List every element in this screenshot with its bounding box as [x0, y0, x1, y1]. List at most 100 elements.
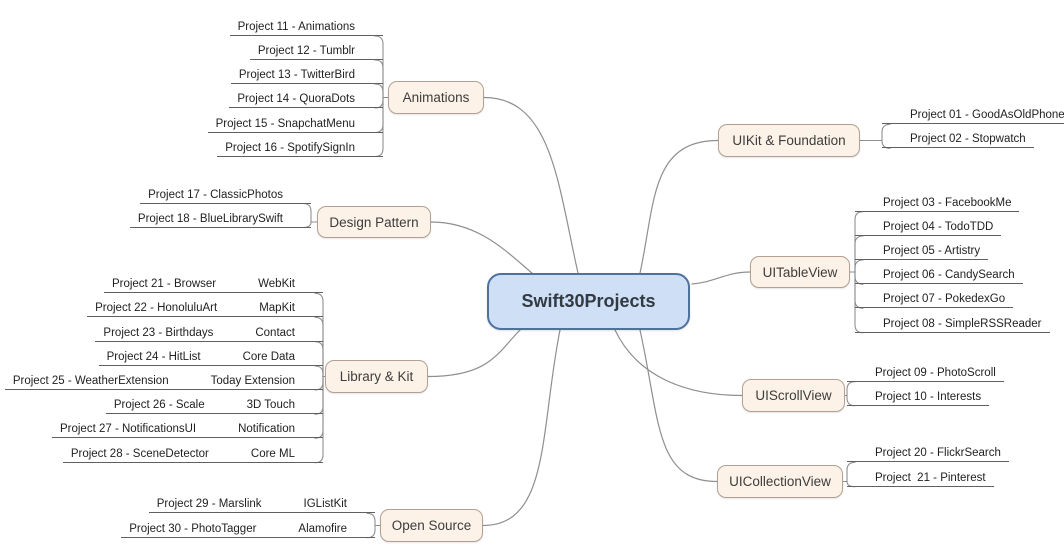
child-node[interactable]: Project 20 - FlickrSearch — [847, 445, 1009, 463]
child-node[interactable]: Project 16 - SpotifySignIn — [217, 140, 383, 157]
child-label: Project 09 - PhotoScroll — [875, 366, 996, 379]
branch-label: Design Pattern — [329, 214, 419, 230]
child-label: Project 07 - PokedexGo — [883, 293, 1006, 306]
child-node[interactable]: Project 23 - Birthdays Contact — [95, 325, 323, 342]
root-node-label: Swift30Projects — [521, 291, 656, 311]
connector-line — [374, 59, 389, 99]
branch-node-uiscrollview[interactable]: UIScrollView — [742, 379, 845, 412]
child-label: Project 11 - Animations — [237, 21, 355, 33]
child-node[interactable]: Project 17 - ClassicPhotos — [140, 187, 311, 204]
child-node[interactable]: Project 08 - SimpleRSSReader — [855, 316, 1050, 333]
child-label: Project 26 - Scale — [113, 399, 205, 412]
connector-line — [691, 271, 751, 285]
connector-line — [859, 123, 891, 142]
branch-label: UICollectionView — [729, 474, 831, 489]
child-node[interactable]: Project 24 - HitList Core Data — [98, 349, 323, 366]
child-framework-label: 3D Touch — [246, 399, 295, 412]
child-node[interactable]: Project 14 - QuoraDots — [229, 91, 383, 108]
child-label: Project 24 - HitList — [106, 351, 201, 363]
child-label: Project 14 - QuoraDots — [237, 93, 355, 105]
branch-node-open-source[interactable]: Open Source — [380, 509, 483, 542]
child-label: Project 12 - Tumblr — [257, 45, 355, 57]
child-node[interactable]: Project 10 - Interests — [847, 389, 990, 406]
child-label: Project 02 - Stopwatch — [910, 133, 1026, 146]
child-node[interactable]: Project 09 - PhotoScroll — [847, 365, 1004, 382]
child-framework-label: Contact — [255, 326, 295, 339]
branch-label: UIScrollView — [755, 388, 832, 403]
child-label: Project 10 - Interests — [875, 390, 982, 403]
child-node[interactable]: Project 05 - Artistry — [855, 243, 989, 260]
connector-line — [366, 512, 381, 527]
connector-line — [844, 381, 856, 397]
child-framework-label: Alamofire — [298, 522, 347, 535]
child-node[interactable]: Project 07 - PokedexGo — [855, 291, 1014, 309]
connector-line — [842, 461, 856, 483]
connector-line — [639, 329, 718, 483]
child-node[interactable]: Project 01 - GoodAsOldPhones — [882, 107, 1064, 125]
child-label: Project 23 - Birthdays — [103, 326, 214, 339]
child-label: Project 21 - Pinterest — [875, 471, 986, 484]
child-node[interactable]: Project 18 - BlueLibrarySwift — [129, 211, 311, 228]
connector-line — [849, 235, 864, 273]
connector-line — [483, 96, 579, 274]
branch-label: UITableView — [762, 264, 838, 280]
connector-line — [374, 35, 389, 99]
branch-node-uicollectionview[interactable]: UICollectionView — [717, 465, 843, 498]
child-label: Project 08 - SimpleRSSReader — [883, 317, 1042, 330]
connector-line — [482, 329, 561, 527]
child-node[interactable]: Project 13 - TwitterBird — [230, 67, 383, 84]
child-node[interactable]: Project 25 - WeatherExtension Today Exten… — [4, 373, 323, 390]
child-label: Project 04 - TodoTDD — [883, 221, 994, 233]
branch-node-uitableview[interactable]: UITableView — [750, 256, 850, 288]
child-label: Project 20 - FlickrSearch — [875, 447, 1001, 460]
child-label: Project 03 - FacebookMe — [883, 196, 1012, 209]
child-node[interactable]: Project 29 - Marslink IGListKit — [148, 496, 375, 514]
connector-line — [302, 202, 318, 223]
branch-node-library-kit[interactable]: Library & Kit — [325, 360, 428, 393]
child-label: Project 25 - WeatherExtension — [12, 375, 169, 387]
connector-line — [314, 365, 326, 378]
child-framework-label: Today Extension — [210, 375, 295, 387]
child-node[interactable]: Project 26 - Scale 3D Touch — [105, 397, 323, 415]
child-node[interactable]: Project 06 - CandySearch — [855, 267, 1023, 285]
child-node[interactable]: Project 11 - Animations — [229, 19, 383, 36]
connector-line — [430, 221, 534, 275]
branch-label: Animations — [402, 90, 470, 105]
root-node[interactable]: Swift30Projects — [487, 273, 690, 330]
child-label: Project 16 - SpotifySignIn — [225, 141, 355, 154]
child-label: Project 06 - CandySearch — [883, 269, 1015, 282]
connector-line — [374, 83, 389, 99]
child-label: Project 15 - SnapchatMenu — [215, 117, 355, 130]
child-framework-label: Core ML — [250, 447, 295, 460]
child-label: Project 13 - TwitterBird — [238, 69, 355, 81]
child-framework-label: IGListKit — [303, 498, 347, 511]
branch-node-uikit-foundation[interactable]: UIKit & Foundation — [718, 124, 860, 157]
child-node[interactable]: Project 12 - Tumblr — [249, 43, 383, 60]
branch-node-animations[interactable]: Animations — [388, 81, 484, 114]
connector-line — [314, 292, 326, 378]
connector-line — [849, 259, 864, 273]
connector-line — [427, 329, 521, 378]
child-label: Project 01 - GoodAsOldPhones — [910, 109, 1064, 122]
child-node[interactable]: Project 15 - SnapchatMenu — [207, 116, 383, 133]
child-label: Project 21 - Browser — [111, 278, 217, 291]
connector-line — [614, 329, 743, 397]
child-node[interactable]: Project 21 - Pinterest — [847, 470, 994, 487]
branch-label: Library & Kit — [339, 369, 414, 384]
connector-line — [639, 139, 719, 274]
child-node[interactable]: Project 03 - FacebookMe — [855, 195, 1020, 212]
connector-line — [314, 316, 326, 378]
branch-node-design-pattern[interactable]: Design Pattern — [317, 206, 431, 238]
child-label: Project 29 - Marslink — [156, 498, 262, 511]
child-framework-label: Core Data — [242, 351, 295, 363]
child-node[interactable]: Project 02 - Stopwatch — [882, 131, 1034, 149]
child-node[interactable]: Project 04 - TodoTDD — [855, 219, 1002, 236]
child-label: Project 22 - HonoluluArt — [95, 302, 218, 315]
branch-label: Open Source — [391, 518, 472, 533]
